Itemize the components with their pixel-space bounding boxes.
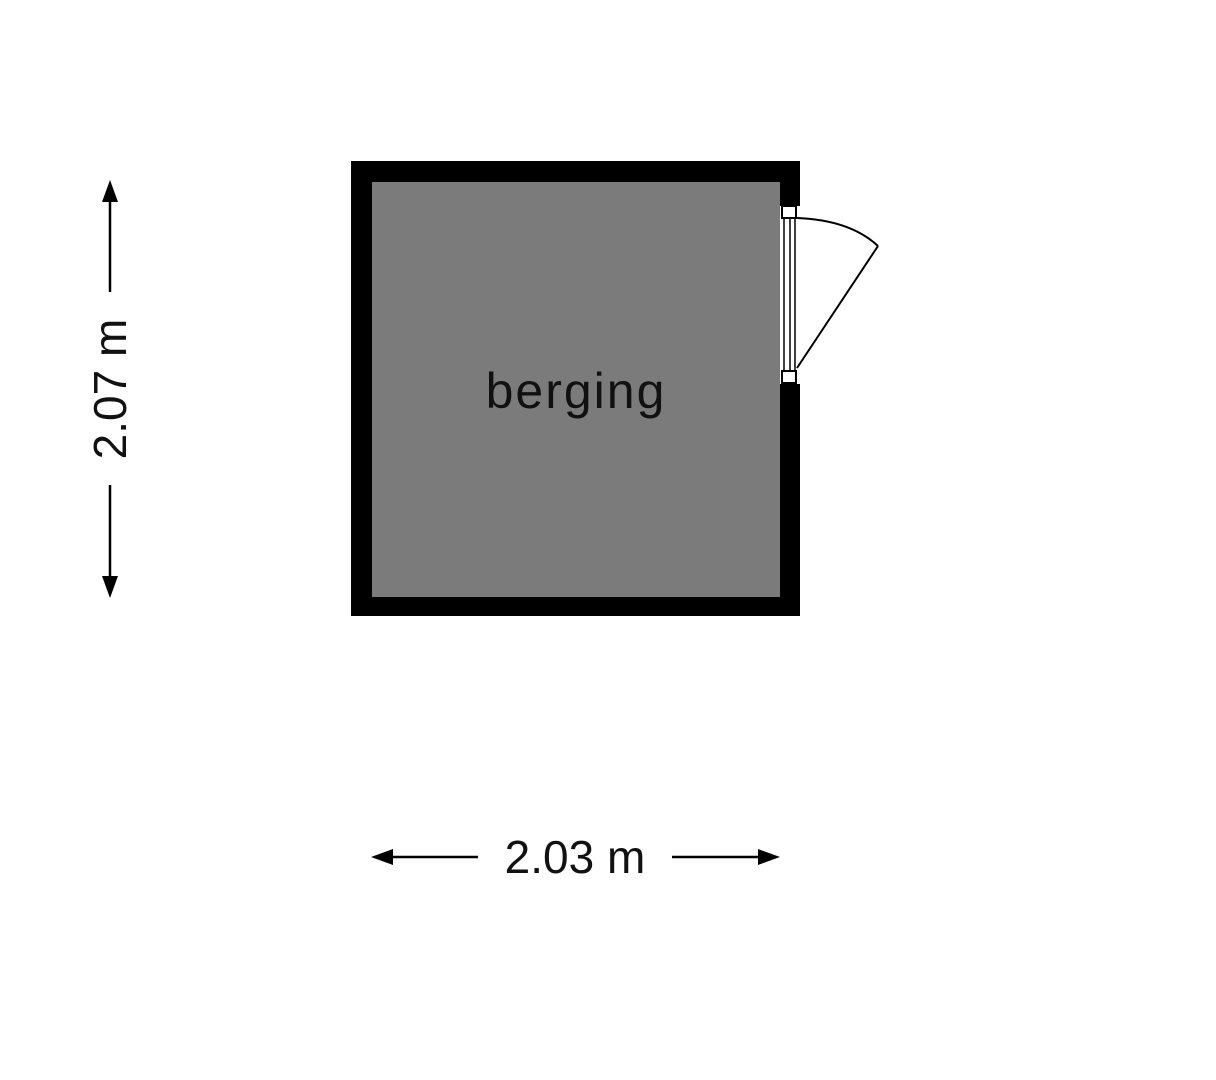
width-dimension: 2.03 m [371,831,780,883]
arrow-right-icon [758,849,780,865]
door-swing-arc [796,217,879,247]
arrow-down-icon [102,576,118,598]
door-jamb-bottom [781,370,797,384]
width-dimension-label: 2.03 m [505,831,646,883]
room-label: berging [486,363,667,419]
arrow-up-icon [102,180,118,202]
height-dimension-label: 2.07 m [84,319,136,460]
door-jamb-top [781,205,797,219]
door-leaf [796,245,879,369]
height-dimension: 2.07 m [84,180,136,598]
door [780,205,879,384]
room-floor [372,182,780,597]
arrow-left-icon [371,849,393,865]
